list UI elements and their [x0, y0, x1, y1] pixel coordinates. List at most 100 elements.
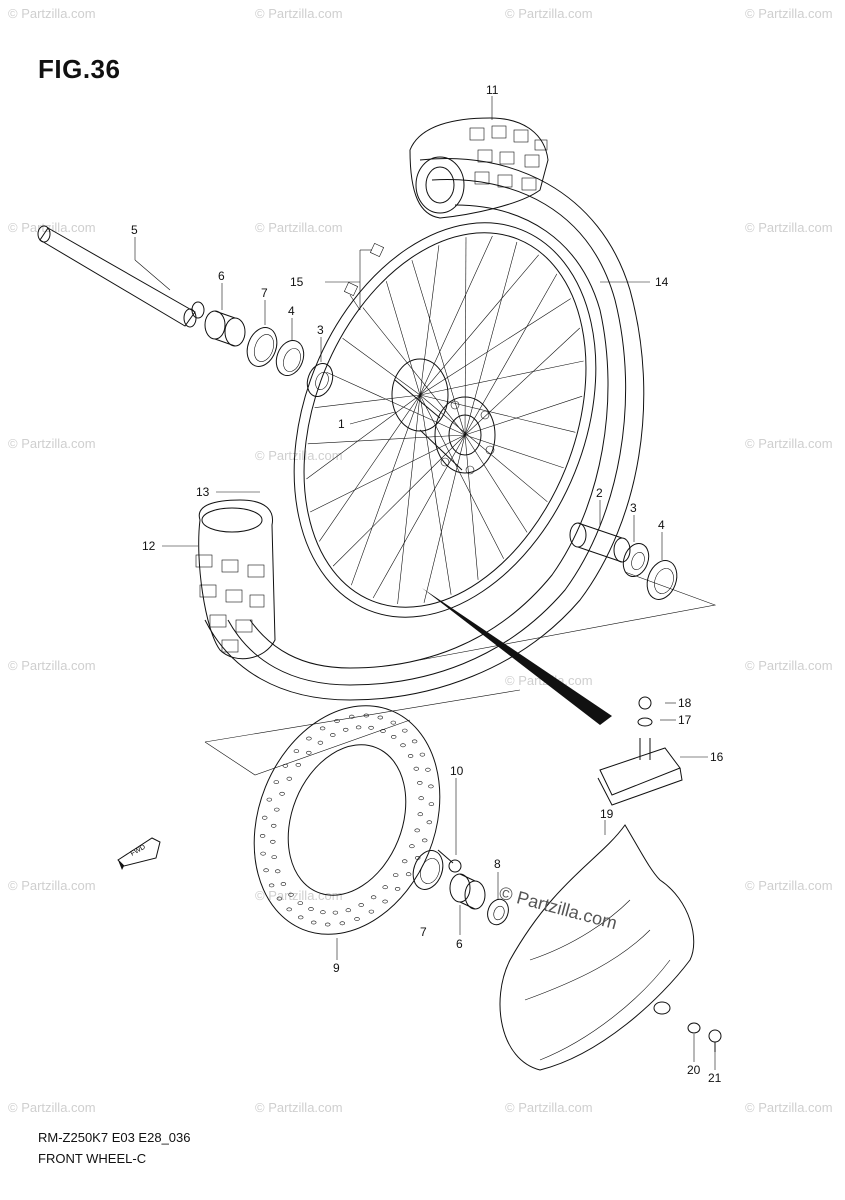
bearing-right — [622, 543, 650, 577]
disc-hole — [400, 743, 406, 748]
callout-4: 4 — [288, 304, 295, 318]
disc-hole — [345, 908, 351, 913]
disc-hole — [298, 915, 304, 920]
brake-disc — [253, 705, 441, 935]
disc-hole — [317, 740, 324, 745]
callout-1: 1 — [338, 417, 345, 431]
disc-hole — [405, 872, 412, 877]
disc-hole — [259, 834, 266, 838]
disc-hole — [413, 766, 419, 771]
collar-left — [204, 310, 246, 347]
disc-hole — [358, 903, 364, 907]
washer — [687, 1022, 701, 1034]
disc-hole — [276, 896, 283, 901]
spoke — [419, 394, 504, 559]
spoke — [351, 394, 421, 586]
disc-hole — [311, 920, 317, 925]
callout-11: 11 — [486, 83, 499, 97]
disc-hole — [380, 729, 386, 733]
disc-hole — [407, 754, 414, 758]
spoke — [464, 241, 518, 436]
spoke — [419, 298, 571, 396]
callout-3: 3 — [630, 501, 637, 515]
disc-hole — [330, 733, 336, 737]
disc-hole — [426, 820, 432, 825]
disc-hole — [391, 735, 397, 739]
disc-hole — [306, 750, 312, 755]
callout-20: 20 — [687, 1063, 701, 1077]
spoke — [386, 281, 421, 396]
callout-12: 12 — [142, 539, 156, 553]
disc-hole — [382, 885, 388, 890]
watermark: © Partzilla.com — [745, 1100, 833, 1115]
spoke — [372, 434, 466, 599]
spoke — [464, 434, 479, 580]
watermark: © Partzilla.com — [8, 436, 96, 451]
disc-hole — [377, 715, 383, 720]
rim-and-spokes — [293, 222, 597, 618]
disc-hole — [428, 802, 435, 807]
spoke — [314, 394, 421, 408]
callout-13: 13 — [196, 485, 210, 499]
watermark: © Partzilla.com — [8, 6, 96, 21]
figure-title: FIG.36 — [38, 54, 121, 84]
spoke — [306, 394, 421, 480]
spoke — [419, 394, 576, 433]
spoke — [419, 394, 452, 595]
disc-hole — [422, 838, 428, 843]
disc-hole — [343, 727, 349, 732]
disc-hole — [355, 725, 362, 730]
disc-hole — [368, 909, 375, 914]
callout-9: 9 — [333, 961, 340, 975]
watermark: © Partzilla.com — [255, 1100, 343, 1115]
callout-3: 3 — [317, 323, 324, 337]
callout-10: 10 — [450, 764, 464, 778]
disc-hole — [354, 917, 360, 921]
spoke — [319, 394, 421, 542]
disc-hole — [286, 907, 292, 912]
collar-bottom — [449, 873, 486, 910]
disc-hole — [270, 839, 276, 844]
disc-hole — [275, 869, 281, 874]
spoke — [310, 434, 466, 513]
dust-seal-bottom — [412, 850, 444, 890]
disc-hole — [349, 714, 355, 719]
spoke-nipples — [343, 242, 385, 297]
tire — [195, 117, 645, 701]
callout-2: 2 — [596, 486, 603, 500]
spoke — [342, 337, 421, 396]
spoke — [419, 235, 493, 396]
leader-lines — [134, 96, 716, 1070]
spoke — [362, 307, 466, 436]
disc-hole — [425, 767, 431, 772]
watermark-grid: © Partzilla.com © Partzilla.com © Partzi… — [8, 6, 833, 1115]
disc-hole — [280, 882, 287, 886]
callout-15: 15 — [290, 275, 304, 289]
disc-hole — [308, 907, 314, 911]
spoke — [332, 434, 466, 567]
disc-hole — [417, 812, 423, 817]
disc-hole — [418, 796, 424, 801]
callout-7: 7 — [420, 925, 427, 939]
watermark: © Partzilla.com — [8, 1100, 96, 1115]
dust-seal-left — [246, 327, 278, 367]
disc-hole — [279, 791, 285, 796]
callout-14: 14 — [655, 275, 669, 289]
watermark: © Partzilla.com — [8, 878, 96, 893]
disc-bolt — [437, 849, 462, 873]
disc-hole — [428, 784, 434, 789]
spoke — [464, 327, 581, 436]
watermark: © Partzilla.com — [255, 6, 343, 21]
bearing-left — [306, 363, 334, 397]
spacer-right — [569, 522, 631, 563]
disc-hole — [262, 815, 268, 820]
rim-lock — [597, 696, 683, 806]
disc-hole — [293, 749, 300, 754]
hub — [391, 358, 496, 475]
disc-hole — [274, 807, 280, 812]
disc-hole — [295, 763, 301, 767]
disc-hole — [263, 868, 269, 873]
spoke — [419, 394, 548, 503]
disc-hole — [390, 720, 396, 725]
spoke — [464, 395, 583, 436]
